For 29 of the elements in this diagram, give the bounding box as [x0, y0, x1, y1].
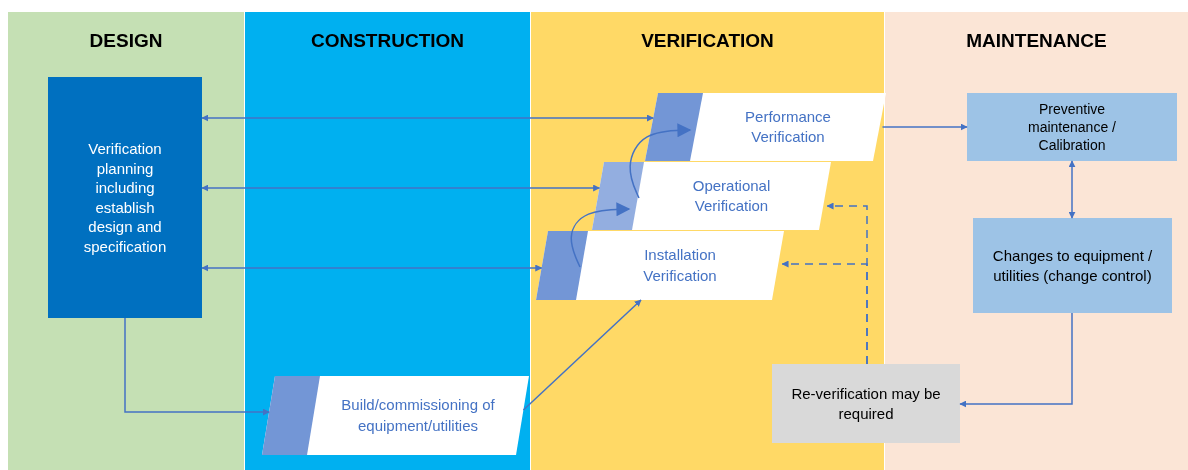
phase-heading: DESIGN [89, 30, 163, 52]
phase-band [8, 12, 244, 470]
arrow [881, 123, 968, 131]
arrow [781, 260, 868, 365]
phase-heading: MAINTENANCE [966, 30, 1107, 52]
process-box [967, 93, 1177, 161]
phase-band [245, 12, 530, 470]
process-box [772, 364, 960, 443]
curved-arrow [570, 202, 631, 268]
box-text: Installation Verification [642, 245, 718, 286]
box-text: Operational Verification [691, 175, 772, 216]
arrow [201, 264, 543, 272]
arrow [959, 312, 1073, 408]
box-text: Re-verification may be required [790, 384, 942, 423]
phase-heading: VERIFICATION [641, 30, 774, 52]
process-box [48, 77, 202, 318]
arrow [201, 184, 601, 192]
process-box [973, 218, 1172, 313]
phase-heading: CONSTRUCTION [310, 30, 465, 52]
box-text: Build/commissioning of equipment/utilities [340, 395, 496, 436]
arrow [1068, 160, 1076, 219]
box-text: Preventive maintenance / Calibration [1027, 99, 1117, 155]
curved-arrow [629, 123, 692, 199]
box-text: Changes to equipment / utilities (change control) [991, 246, 1154, 285]
arrow [201, 114, 654, 122]
box-text: Verification planning including establish design and specification [82, 139, 168, 256]
arrow [522, 299, 642, 411]
arrow [124, 317, 270, 416]
box-text: Performance Verification [744, 106, 832, 147]
